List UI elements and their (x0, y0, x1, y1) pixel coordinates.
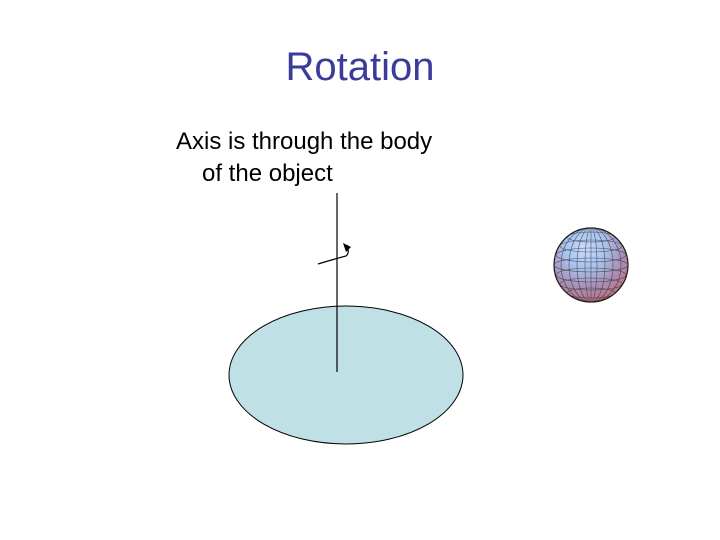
slide-title: Rotation (285, 45, 435, 89)
bullet-line-2: of the object (202, 160, 333, 187)
bullet-line-1: Axis is through the body (176, 128, 433, 155)
sphere-icon (553, 227, 629, 303)
bullet-text: Axis is through the body of the object (176, 126, 506, 190)
curved-arrow-icon (317, 243, 351, 265)
disk (228, 305, 464, 445)
